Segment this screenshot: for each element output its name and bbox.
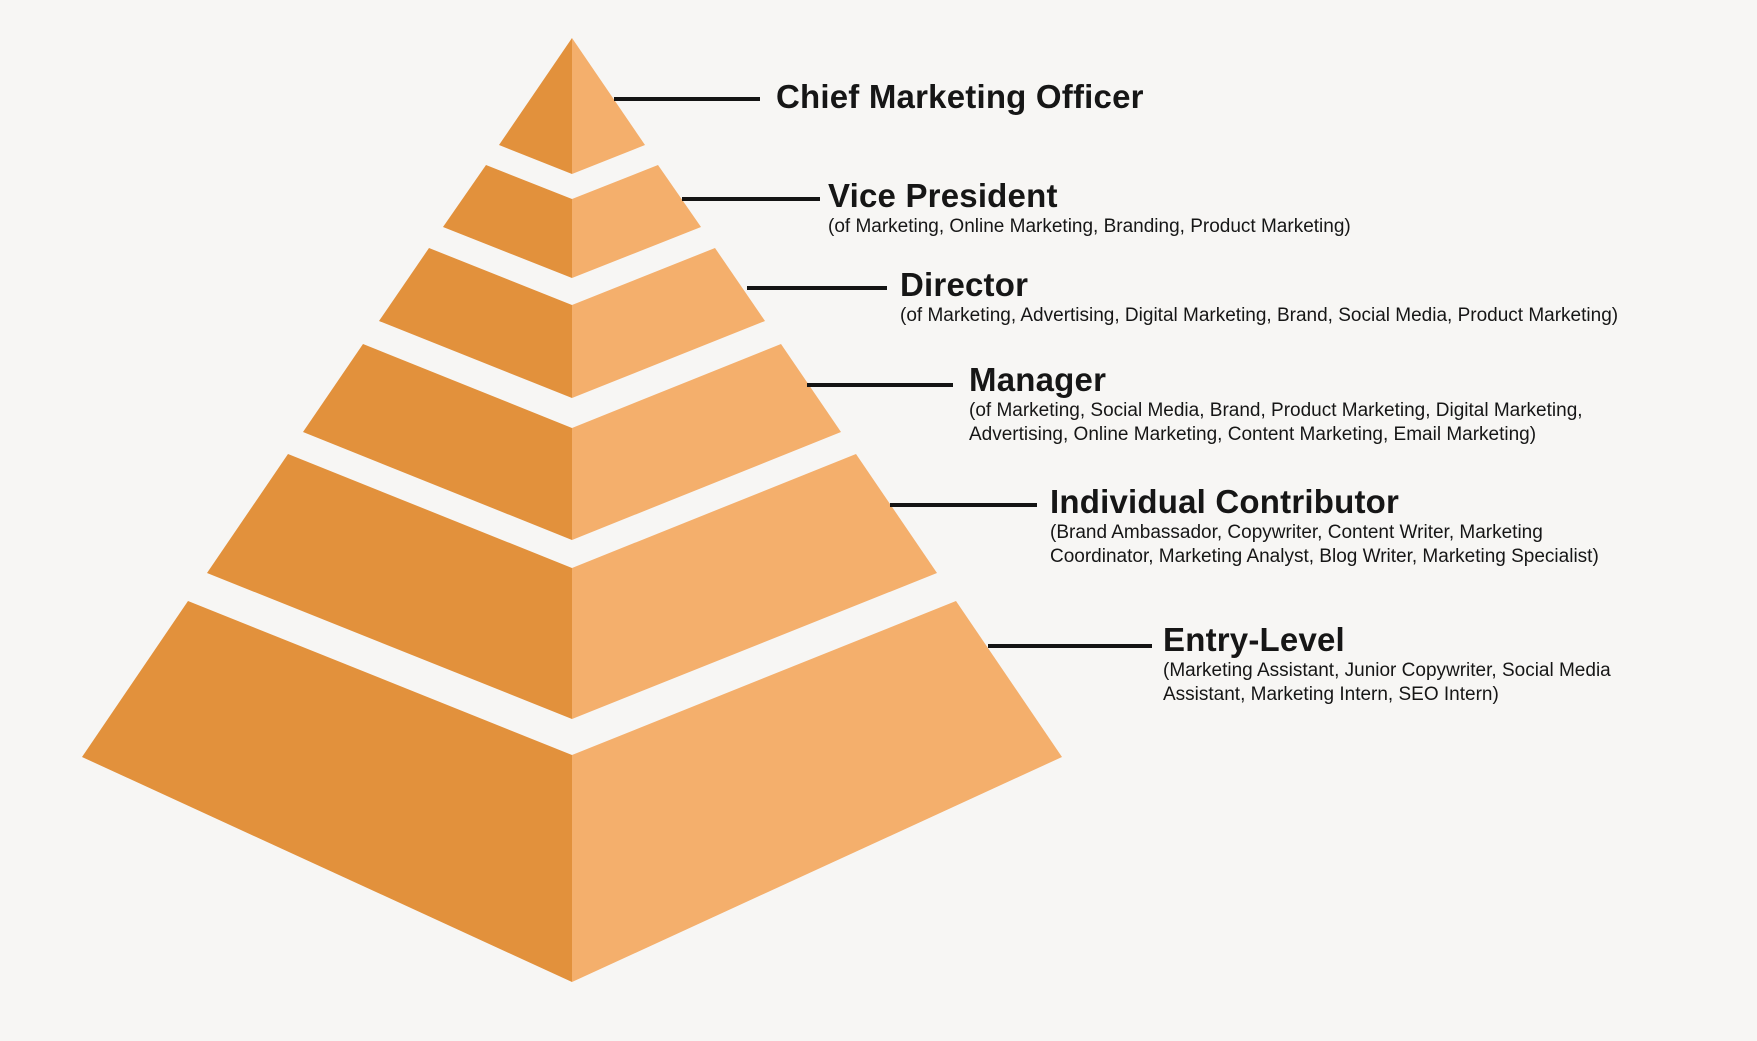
pyramid-level-entry-left-face <box>82 601 572 982</box>
level-subtitle-manager-line2: Advertising, Online Marketing, Content M… <box>969 424 1537 445</box>
pyramid-level-ic-right-face <box>572 454 937 719</box>
pyramid-level-director-left-face <box>379 248 572 398</box>
pyramid-level-cmo-right-face <box>572 38 645 174</box>
level-subtitle-individual-contributor-line1: (Brand Ambassador, Copywriter, Content W… <box>1050 522 1543 543</box>
label-manager: Manager (of Marketing, Social Media, Bra… <box>969 363 1583 447</box>
pyramid-level-entry-right-face <box>572 601 1062 982</box>
level-title-cmo: Chief Marketing Officer <box>776 78 1144 115</box>
level-subtitle-director: (of Marketing, Advertising, Digital Mark… <box>900 305 1619 326</box>
level-subtitle-individual-contributor-line2: Coordinator, Marketing Analyst, Blog Wri… <box>1050 546 1599 567</box>
pyramid-level-manager-left-face <box>303 344 572 540</box>
label-cmo: Chief Marketing Officer <box>776 80 1144 114</box>
pyramid-level-cmo-left-face <box>499 38 572 174</box>
level-subtitle-entry-level-line2: Assistant, Marketing Intern, SEO Intern) <box>1163 684 1499 705</box>
label-individual-contributor: Individual Contributor (Brand Ambassador… <box>1050 485 1599 569</box>
label-entry-level: Entry-Level (Marketing Assistant, Junior… <box>1163 623 1611 707</box>
level-subtitle-vp: (of Marketing, Online Marketing, Brandin… <box>828 216 1351 237</box>
level-subtitle-entry-level-line1: (Marketing Assistant, Junior Copywriter,… <box>1163 660 1611 681</box>
pyramid-level-manager-right-face <box>572 344 841 540</box>
level-title-individual-contributor: Individual Contributor <box>1050 483 1400 520</box>
level-title-vp: Vice President <box>828 177 1058 214</box>
pyramid-level-ic-left-face <box>207 454 572 719</box>
pyramid-level-vp-left-face <box>443 165 572 278</box>
pyramid-level-director-right-face <box>572 248 765 398</box>
level-subtitle-manager-line1: (of Marketing, Social Media, Brand, Prod… <box>969 400 1583 421</box>
pyramid-level-vp-right-face <box>572 165 701 278</box>
label-vp: Vice President (of Marketing, Online Mar… <box>828 179 1351 239</box>
level-title-director: Director <box>900 266 1029 303</box>
level-title-entry-level: Entry-Level <box>1163 621 1345 658</box>
level-title-manager: Manager <box>969 361 1107 398</box>
label-director: Director (of Marketing, Advertising, Dig… <box>900 268 1618 328</box>
